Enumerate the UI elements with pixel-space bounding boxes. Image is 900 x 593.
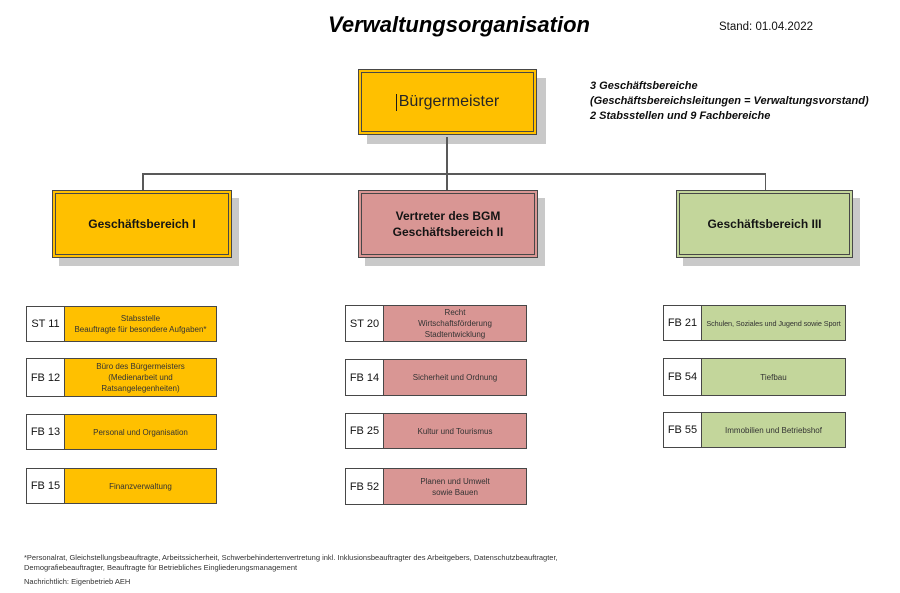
org-row-fb13[interactable]: FB 13 Personal und Organisation xyxy=(26,414,217,450)
org-row-st20[interactable]: ST 20 Recht Wirtschaftsförderung Stadten… xyxy=(345,305,527,342)
connector-stub-middle xyxy=(446,173,448,190)
row-label: Planen und Umwelt sowie Bauen xyxy=(384,469,526,504)
row-code: FB 52 xyxy=(346,469,384,504)
org-row-fb21[interactable]: FB 21 Schulen, Soziales und Jugend sowie… xyxy=(663,305,846,341)
row-label: Tiefbau xyxy=(702,359,845,395)
root-box-inner: Bürgermeister xyxy=(361,72,534,132)
row-label: Finanzverwaltung xyxy=(65,469,216,503)
row-code: FB 12 xyxy=(27,359,65,396)
org-row-fb54[interactable]: FB 54 Tiefbau xyxy=(663,358,846,396)
row-code: FB 14 xyxy=(346,360,384,395)
org-row-fb52[interactable]: FB 52 Planen und Umwelt sowie Bauen xyxy=(345,468,527,505)
text-cursor xyxy=(395,93,397,111)
row-label: Immobilien und Betriebshof xyxy=(702,413,845,447)
connector-stub-right xyxy=(764,173,766,190)
summary-note: 3 Geschäftsbereiche (Geschäftsbereichsle… xyxy=(590,80,869,122)
footnote: *Personalrat, Gleichstellungsbeauftragte… xyxy=(24,553,558,572)
org-row-fb15[interactable]: FB 15 Finanzverwaltung xyxy=(26,468,217,504)
org-row-fb14[interactable]: FB 14 Sicherheit und Ordnung xyxy=(345,359,527,396)
header-geschaeftsbereich-3[interactable]: Geschäftsbereich III xyxy=(676,190,853,258)
row-code: FB 55 xyxy=(664,413,702,447)
header-label: Geschäftsbereich I xyxy=(55,193,229,255)
page-title: Verwaltungsorganisation xyxy=(327,12,590,37)
org-row-fb12[interactable]: FB 12 Büro des Bürgermeisters (Medienarb… xyxy=(26,358,217,397)
row-label: Personal und Organisation xyxy=(65,415,216,449)
row-label: Recht Wirtschaftsförderung Stadtentwickl… xyxy=(384,306,526,341)
row-label: Stabsstelle Beauftragte für besondere Au… xyxy=(65,307,216,341)
row-code: FB 13 xyxy=(27,415,65,449)
row-label: Sicherheit und Ordnung xyxy=(384,360,526,395)
org-row-fb55[interactable]: FB 55 Immobilien und Betriebshof xyxy=(663,412,846,448)
row-code: FB 15 xyxy=(27,469,65,503)
connector-horizontal xyxy=(142,173,766,175)
header-label: Vertreter des BGM Geschäftsbereich II xyxy=(361,193,535,255)
org-row-fb25[interactable]: FB 25 Kultur und Tourismus xyxy=(345,413,527,449)
connector-vertical-main xyxy=(446,137,448,173)
footnote-nachrichtlich: Nachrichtlich: Eigenbetrieb AEH xyxy=(24,577,131,586)
org-row-st11[interactable]: ST 11 Stabsstelle Beauftragte für besond… xyxy=(26,306,217,342)
row-code: FB 21 xyxy=(664,306,702,340)
row-code: FB 25 xyxy=(346,414,384,448)
row-label: Kultur und Tourismus xyxy=(384,414,526,448)
row-label: Büro des Bürgermeisters (Medienarbeit un… xyxy=(65,359,216,396)
header-geschaeftsbereich-2[interactable]: Vertreter des BGM Geschäftsbereich II xyxy=(358,190,538,258)
root-box-label: Bürgermeister xyxy=(398,93,500,110)
root-box-buergermeister[interactable]: Bürgermeister xyxy=(358,69,537,135)
row-label: Schulen, Soziales und Jugend sowie Sport xyxy=(702,306,845,340)
connector-stub-left xyxy=(142,173,144,190)
status-date: Stand: 01.04.2022 xyxy=(719,21,813,33)
header-label: Geschäftsbereich III xyxy=(679,193,850,255)
row-code: ST 20 xyxy=(346,306,384,341)
row-code: FB 54 xyxy=(664,359,702,395)
row-code: ST 11 xyxy=(27,307,65,341)
header-geschaeftsbereich-1[interactable]: Geschäftsbereich I xyxy=(52,190,232,258)
